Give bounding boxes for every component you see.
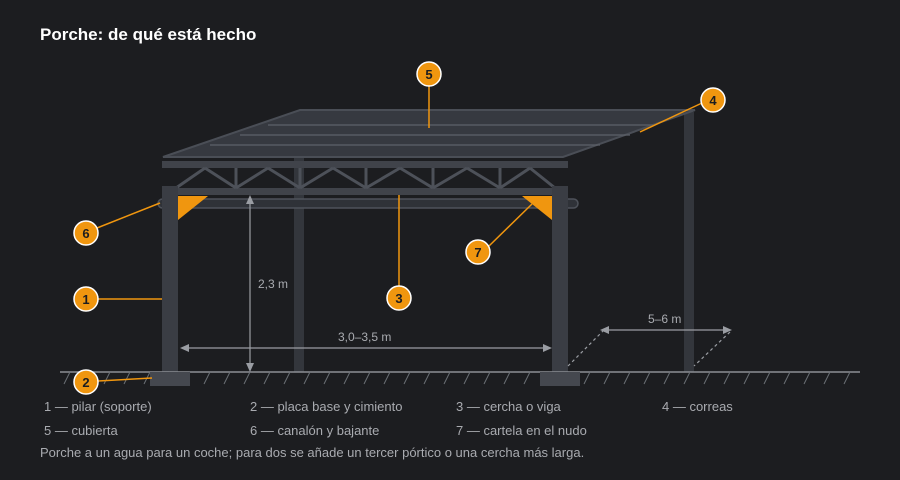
gutter	[157, 198, 579, 209]
svg-text:4: 4	[709, 93, 717, 108]
svg-text:2: 2	[82, 375, 89, 390]
legend-item-gusset: 7 — cartela en el nudo	[456, 423, 587, 438]
height-label: 2,3 m	[258, 277, 288, 291]
back-post-left	[294, 112, 304, 372]
gusset-right	[522, 196, 552, 220]
leader-lines	[96, 86, 703, 382]
legend-item-truss: 3 — cercha o viga	[456, 399, 561, 414]
roof-sheets	[210, 124, 655, 146]
svg-text:6: 6	[82, 226, 89, 241]
callout-4: 4	[700, 87, 726, 113]
callout-7: 7	[465, 239, 491, 265]
legend-item-base-plate: 2 — placa base y cimiento	[250, 399, 403, 414]
callout-1: 1	[73, 286, 99, 312]
legend-item-purlins: 4 — correas	[662, 399, 733, 414]
depth-label: 5–6 m	[648, 312, 681, 326]
callout-3: 3	[386, 285, 412, 311]
page-title: Porche: de qué está hecho	[40, 25, 257, 44]
svg-text:5: 5	[425, 67, 432, 82]
height-dimension	[246, 195, 254, 372]
legend-item-gutter: 6 — canalón y bajante	[250, 423, 380, 438]
footnote: Porche a un agua para un coche; para dos…	[40, 445, 585, 460]
truss-bottom-chord	[162, 188, 568, 195]
callout-5: 5	[416, 61, 442, 87]
truss-web	[175, 166, 556, 190]
callout-6: 6	[73, 220, 99, 246]
depth-dimension	[567, 326, 732, 367]
gusset-left	[178, 196, 208, 220]
svg-text:1: 1	[82, 292, 89, 307]
back-post-right	[684, 112, 694, 372]
svg-text:3: 3	[395, 291, 402, 306]
width-label: 3,0–3,5 m	[338, 330, 391, 344]
footing-right	[540, 372, 580, 386]
front-post-left	[162, 186, 178, 374]
legend-item-pillar: 1 — pilar (soporte)	[44, 399, 152, 414]
svg-text:7: 7	[474, 245, 481, 260]
truss-top-chord	[162, 161, 568, 168]
front-post-right	[552, 186, 568, 374]
callout-2: 2	[73, 369, 99, 395]
footing-left	[150, 372, 190, 386]
width-dimension	[180, 344, 552, 352]
legend-item-roofing: 5 — cubierta	[44, 423, 118, 438]
